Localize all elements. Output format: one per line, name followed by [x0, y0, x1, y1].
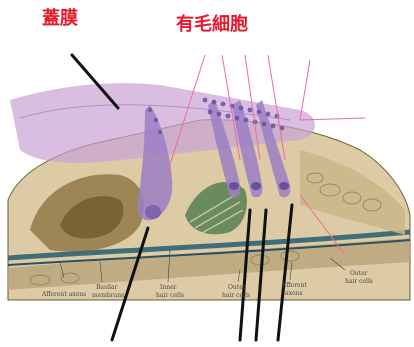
- label-tectorial-membrane: 蓋膜: [42, 7, 78, 29]
- label-outer-2: hair cells: [222, 292, 250, 299]
- label-efferent-1: Efferent: [282, 282, 307, 289]
- label-basilar-1: Basilar: [96, 284, 117, 291]
- label-inner-1: Inner: [160, 284, 177, 291]
- label-outer-1: Outer: [228, 284, 246, 291]
- label-afferent-axons: Afferent axons: [41, 291, 86, 298]
- label-outer-right-2: hair cells: [345, 278, 373, 285]
- label-hair-cells: 有毛細胞: [176, 13, 248, 35]
- label-outer-right-1: Outer: [350, 270, 368, 277]
- inner-hair-cell-nucleus: [145, 205, 161, 219]
- label-efferent-2: axons: [285, 290, 303, 297]
- label-basilar-2: membrane: [92, 292, 125, 299]
- label-inner-2: hair cells: [156, 292, 184, 299]
